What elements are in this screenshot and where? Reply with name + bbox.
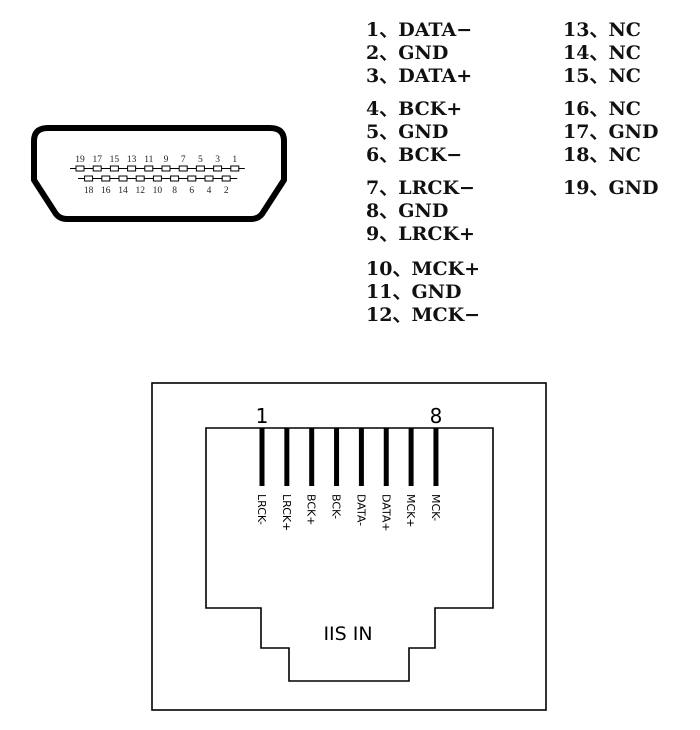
hdmi-pin-number: 3 — [215, 155, 220, 165]
hdmi-pin-top — [178, 165, 188, 172]
hdmi-pin-number: 19 — [75, 155, 85, 165]
hdmi-pin-number: 16 — [101, 186, 111, 196]
rj45-pin-number-first: 1 — [256, 404, 269, 428]
hdmi-pin-number: 2 — [224, 186, 229, 196]
hdmi-pin-bottom — [101, 175, 111, 182]
hdmi-pin-number: 9 — [164, 155, 169, 165]
rj45-jack: 1 8 LRCK- LRCK+ BCK+ BCK- DATA- DATA+ MCK+ MCK-… — [151, 382, 547, 711]
hdmi-pin-number: 11 — [144, 155, 153, 165]
pin-list-item: 13、NC — [563, 19, 641, 41]
pin-list-item: 2、GND — [366, 42, 448, 64]
hdmi-pin-bottom — [204, 175, 214, 182]
hdmi-pin-number: 6 — [189, 186, 194, 196]
hdmi-pin-number: 8 — [172, 186, 177, 196]
hdmi-pin-number: 4 — [207, 186, 212, 196]
hdmi-pin-top — [144, 165, 154, 172]
rj45-contact — [334, 428, 340, 486]
hdmi-pin-bottom — [152, 175, 162, 182]
pin-list-item: 9、LRCK+ — [366, 223, 475, 245]
rj45-contact — [309, 428, 315, 486]
rj45-pin-label: DATA+ — [379, 494, 392, 532]
pin-list-item: 12、MCK− — [366, 304, 480, 326]
hdmi-pin-bottom — [84, 175, 94, 182]
hdmi-pin-top — [92, 165, 102, 172]
rj45-pin-label: BCK- — [330, 494, 343, 519]
hdmi-pin-number: 13 — [127, 155, 137, 165]
hdmi-outer-shell — [31, 125, 287, 222]
pin-list-item: 4、BCK+ — [366, 98, 462, 120]
hdmi-pin-top — [109, 165, 119, 172]
hdmi-pin-bottom — [170, 175, 180, 182]
hdmi-pin-number: 7 — [181, 155, 186, 165]
hdmi-pin-top — [75, 165, 85, 172]
rj45-pin-label: DATA- — [354, 494, 367, 526]
pin-list-item: 19、GND — [563, 177, 659, 199]
pin-list-item: 17、GND — [563, 121, 659, 143]
rj45-contact — [358, 428, 364, 486]
rj45-pin-label: MCK- — [429, 494, 442, 521]
hdmi-pin-top — [230, 165, 240, 172]
hdmi-pin-row-top — [70, 165, 245, 172]
pin-list-item: 15、NC — [563, 65, 641, 87]
pin-list-item: 7、LRCK− — [366, 177, 475, 199]
pin-list-item: 10、MCK+ — [366, 258, 480, 280]
pin-list-item: 1、DATA− — [366, 19, 472, 41]
pin-list-item: 3、DATA+ — [366, 65, 472, 87]
rj45-pin-label: MCK+ — [404, 494, 417, 528]
hdmi-bottom-numbers: 18 16 14 12 10 8 6 4 2 — [84, 186, 229, 196]
hdmi-pin-bottom — [221, 175, 231, 182]
hdmi-pin-top — [127, 165, 137, 172]
hdmi-pin-top — [195, 165, 205, 172]
rj45-frame — [151, 382, 547, 711]
pin-list-item: 5、GND — [366, 121, 448, 143]
rj45-pin-number-last: 8 — [430, 404, 443, 428]
hdmi-pin-number: 15 — [110, 155, 120, 165]
hdmi-pin-bottom — [135, 175, 145, 182]
hdmi-pin-row-bottom — [78, 175, 238, 182]
rj45-socket-outline — [205, 427, 494, 682]
pin-list-item: 8、GND — [366, 200, 448, 222]
rj45-contact — [259, 428, 265, 486]
hdmi-pin-top — [161, 165, 171, 172]
hdmi-pin-number: 1 — [232, 155, 237, 165]
hdmi-pin-number: 5 — [198, 155, 203, 165]
rj45-contact — [383, 428, 389, 486]
hdmi-pin-number: 10 — [153, 186, 163, 196]
pin-list-item: 16、NC — [563, 98, 641, 120]
rj45-pin-label: LRCK- — [255, 494, 268, 525]
rj45-title: IIS IN — [323, 623, 372, 645]
rj45-contact — [408, 428, 414, 486]
hdmi-pin-bottom — [187, 175, 197, 182]
pin-list-item: 14、NC — [563, 42, 641, 64]
hdmi-pin-number: 17 — [92, 155, 102, 165]
hdmi-connector: 19 17 15 13 11 9 7 5 3 1 18 16 14 12 10 8 6 4 2 — [31, 125, 287, 222]
hdmi-pin-number: 18 — [84, 186, 94, 196]
rj45-pin-label: LRCK+ — [280, 494, 293, 531]
hdmi-pin-number: 12 — [135, 186, 145, 196]
rj45-contacts: LRCK- LRCK+ BCK+ BCK- DATA- DATA+ MCK+ MCK- — [255, 428, 442, 532]
hdmi-top-numbers: 19 17 15 13 11 9 7 5 3 1 — [75, 155, 237, 165]
pin-list-item: 6、BCK− — [366, 144, 462, 166]
hdmi-pin-top — [213, 165, 223, 172]
rj45-contact — [284, 428, 290, 486]
hdmi-pin-number: 14 — [118, 186, 128, 196]
rj45-pin-label: BCK+ — [305, 494, 318, 525]
pin-list-item: 11、GND — [366, 281, 462, 303]
pin-list-item: 18、NC — [563, 144, 641, 166]
rj45-contact — [433, 428, 439, 486]
hdmi-pin-bottom — [118, 175, 128, 182]
